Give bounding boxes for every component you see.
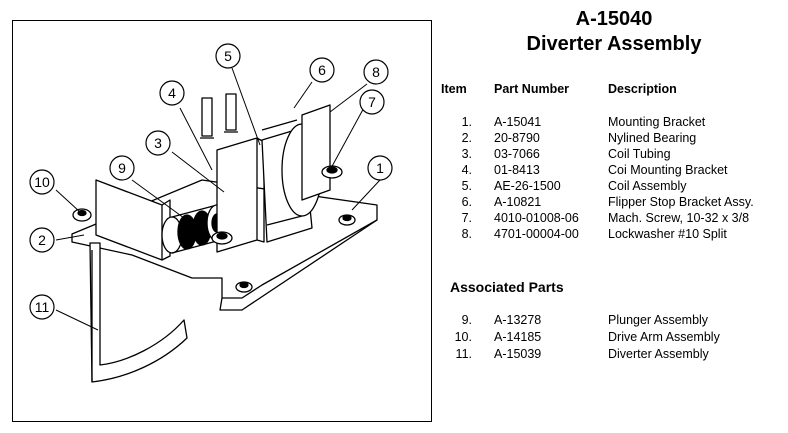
callout-9 bbox=[109, 155, 135, 181]
row-item: 9. bbox=[461, 313, 472, 327]
row-description: Drive Arm Assembly bbox=[608, 330, 720, 344]
callout-label-9: 9 bbox=[118, 160, 126, 176]
callout-6 bbox=[309, 57, 335, 83]
row-item: 11. bbox=[455, 347, 472, 361]
callout-4 bbox=[159, 80, 185, 106]
diverter-arm-drawing bbox=[89, 242, 188, 383]
row-part-number: AE-26-1500 bbox=[494, 179, 561, 193]
row-part-number: 4701-00004-00 bbox=[494, 227, 579, 241]
illustration-border bbox=[12, 20, 432, 422]
lockwasher-drawing bbox=[211, 214, 356, 293]
row-part-number: A-15041 bbox=[494, 115, 542, 129]
row-item: 10. bbox=[454, 330, 472, 344]
row-part-number: 20-8790 bbox=[494, 131, 540, 145]
callout-label-2: 2 bbox=[38, 232, 46, 248]
row-part-number: 4010-01008-06 bbox=[494, 211, 579, 225]
callout-label-5: 5 bbox=[224, 48, 232, 64]
row-description: Lockwasher #10 Split bbox=[608, 227, 727, 241]
callout-label-6: 6 bbox=[318, 62, 326, 78]
column-header-description: Description bbox=[608, 82, 677, 96]
row-description: Mounting Bracket bbox=[608, 115, 706, 129]
flipper-stop-bracket-drawing bbox=[301, 104, 331, 201]
row-description: Coil Assembly bbox=[608, 179, 687, 193]
row-description: Coil Tubing bbox=[608, 147, 671, 161]
document-title: A-15040 bbox=[575, 8, 653, 30]
callout-label-11: 11 bbox=[35, 299, 50, 315]
row-item: 1. bbox=[461, 115, 472, 129]
callout-7 bbox=[359, 89, 385, 115]
callout-5 bbox=[215, 43, 241, 69]
document-subtitle: Diverter Assembly bbox=[526, 33, 702, 55]
row-description: Coi Mounting Bracket bbox=[608, 163, 728, 177]
associated-parts-heading: Associated Parts bbox=[450, 279, 564, 295]
row-description: Flipper Stop Bracket Assy. bbox=[608, 195, 754, 209]
callout-10 bbox=[29, 169, 55, 195]
column-header-part-number: Part Number bbox=[494, 82, 570, 96]
callout-2 bbox=[29, 227, 55, 253]
callout-label-8: 8 bbox=[372, 64, 380, 80]
row-item: 7. bbox=[461, 211, 472, 225]
row-item: 8. bbox=[461, 227, 472, 241]
row-item: 3. bbox=[461, 147, 472, 161]
callout-label-10: 10 bbox=[34, 174, 50, 190]
row-description: Diverter Assembly bbox=[608, 347, 709, 361]
callout-8 bbox=[363, 59, 389, 85]
callout-11 bbox=[29, 294, 55, 320]
row-part-number: A-14185 bbox=[494, 330, 542, 344]
callout-3 bbox=[145, 130, 171, 156]
row-part-number: A-10821 bbox=[494, 195, 542, 209]
row-part-number: A-15039 bbox=[494, 347, 542, 361]
row-item: 6. bbox=[461, 195, 472, 209]
column-header-item: Item bbox=[441, 82, 467, 96]
row-item: 4. bbox=[461, 163, 472, 177]
diverter-assembly-illustration: 1 2 3 4 5 6 7 8 9 10 11 bbox=[12, 20, 432, 422]
row-item: 2. bbox=[461, 131, 472, 145]
mach-screw-drawing bbox=[321, 165, 343, 179]
row-description: Mach. Screw, 10-32 x 3/8 bbox=[608, 211, 750, 225]
row-part-number: A-13278 bbox=[494, 313, 542, 327]
callout-label-4: 4 bbox=[168, 85, 176, 101]
row-part-number: 03-7066 bbox=[494, 147, 540, 161]
callout-1 bbox=[367, 155, 393, 181]
nylined-bearing-drawing bbox=[72, 208, 92, 222]
row-item: 5. bbox=[461, 179, 472, 193]
callout-label-3: 3 bbox=[154, 135, 162, 151]
callout-label-7: 7 bbox=[368, 94, 376, 110]
row-part-number: 01-8413 bbox=[494, 163, 540, 177]
row-description: Plunger Assembly bbox=[608, 313, 709, 327]
callout-label-1: 1 bbox=[376, 160, 384, 176]
row-description: Nylined Bearing bbox=[608, 131, 697, 145]
